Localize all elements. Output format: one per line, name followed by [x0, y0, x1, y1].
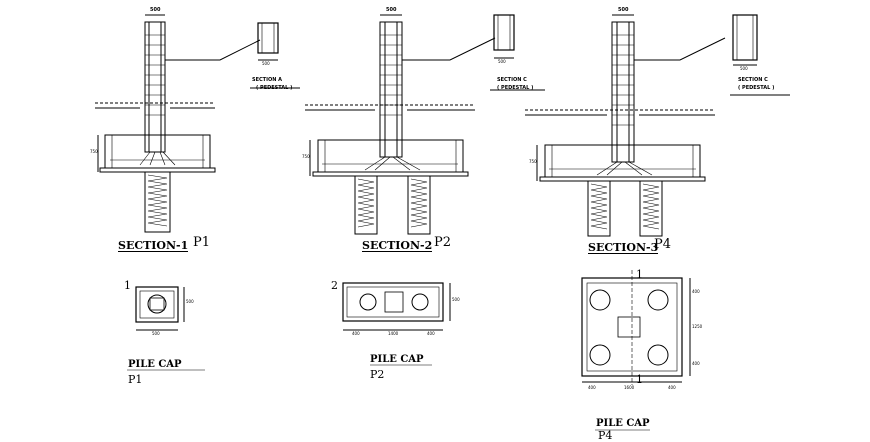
pile-cap-p4-drawing [581, 270, 691, 431]
section-3-side-dim: 750 [529, 159, 537, 164]
pile-cap-p4-seg-right: 400 [668, 385, 676, 390]
pile-cap-p1-width: 500 [152, 331, 160, 336]
section-1-side-dim: 750 [90, 149, 98, 154]
section-3-detail-sub: ( PEDESTAL ) [738, 85, 775, 91]
section-1-detail-title: SECTION A [252, 77, 283, 83]
section-3-tag: P4 [654, 237, 672, 252]
section-2-detail-title: SECTION C [497, 77, 527, 83]
pile-cap-p4-h-mid: 1250 [692, 324, 703, 329]
pile-cap-p1-marker: 1 [124, 279, 131, 292]
section-1-detail-sub: ( PEDESTAL ) [256, 85, 293, 91]
section-2-drawing [305, 14, 545, 235]
pile-cap-p4-tag: P4 [598, 429, 613, 442]
pile-cap-p2-tag: P2 [370, 368, 385, 381]
pile-cap-p2-drawing [342, 282, 451, 366]
pile-cap-p2-marker: 2 [331, 279, 338, 292]
pile-cap-p2-seg-mid: 1400 [388, 331, 399, 336]
pile-cap-p2-height: 500 [452, 297, 460, 302]
pile-cap-p1-drawing [127, 286, 205, 371]
pile-cap-p1-height: 500 [186, 299, 194, 304]
section-2-detail-dim: 500 [498, 59, 506, 64]
pile-cap-p4-title: PILE CAP [596, 418, 650, 429]
pile-cap-p4-h-top: 400 [692, 289, 700, 294]
section-1-tag: P1 [193, 235, 211, 250]
pile-cap-p4-marker-bot: 1 [636, 373, 643, 386]
pile-cap-p2-title: PILE CAP [370, 354, 424, 365]
section-2-title: SECTION-2 [362, 239, 433, 252]
section-2-side-dim: 750 [302, 154, 310, 159]
section-3-title: SECTION-3 [588, 241, 659, 254]
pile-cap-p2-seg-right: 400 [427, 331, 435, 336]
section-1-detail-dim: 500 [262, 61, 270, 66]
section-1-drawing [95, 14, 300, 233]
pile-cap-p4-seg-mid: 1600 [624, 385, 635, 390]
section-3-drawing [525, 14, 790, 237]
pile-cap-p4-seg-left: 400 [588, 385, 596, 390]
section-3-top-dim: 500 [618, 7, 629, 13]
section-1-top-dim: 500 [150, 7, 161, 13]
section-1-title: SECTION-1 [118, 239, 189, 252]
pile-cap-p4-marker-top: 1 [636, 268, 643, 281]
pile-cap-p2-seg-left: 400 [352, 331, 360, 336]
pile-cap-p4-h-bot: 400 [692, 361, 700, 366]
section-3-detail-dim: 500 [740, 66, 748, 71]
pile-cap-p1-tag: P1 [128, 373, 143, 386]
section-3-detail-title: SECTION C [738, 77, 768, 83]
section-2-detail-sub: ( PEDESTAL ) [497, 85, 534, 91]
pile-cap-p1-title: PILE CAP [128, 359, 182, 370]
section-2-top-dim: 500 [386, 7, 397, 13]
section-2-tag: P2 [434, 235, 452, 250]
